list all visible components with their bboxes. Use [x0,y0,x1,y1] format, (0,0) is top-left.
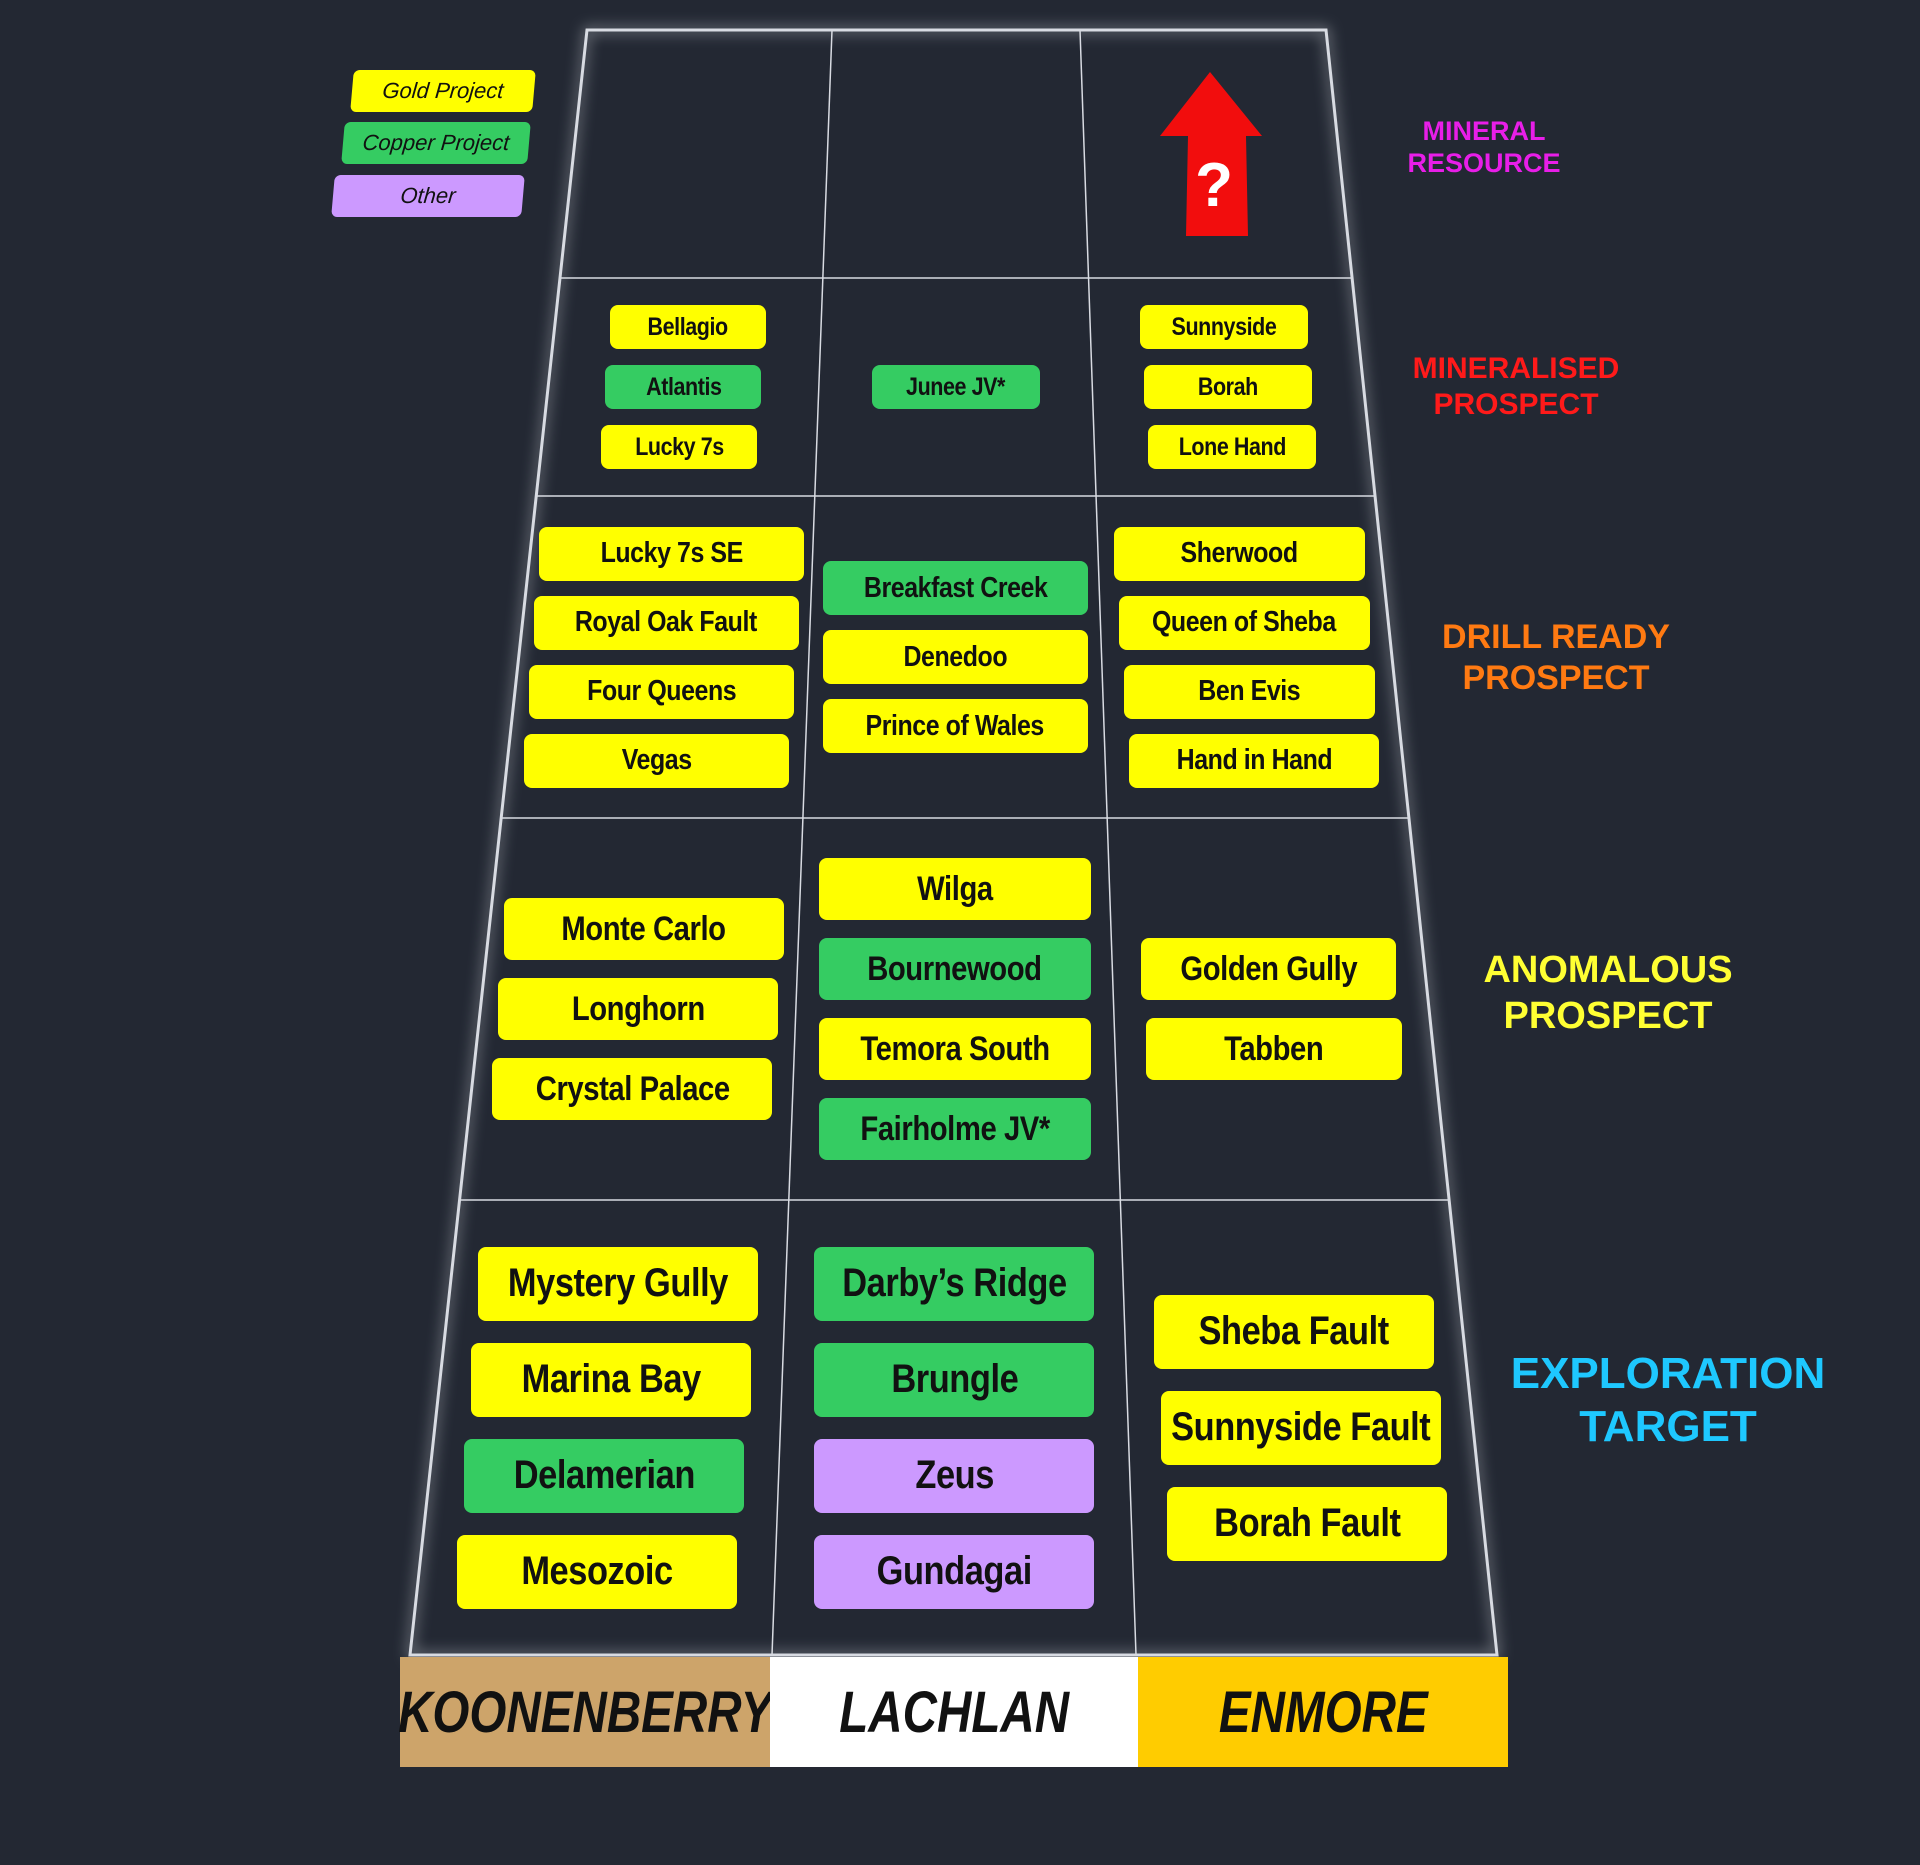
project-card-gold: Prince of Wales [822,699,1088,753]
project-card-copper: Fairholme JV* [818,1098,1091,1160]
legend-item-gold: Gold Project [350,70,536,112]
project-label: Marina Bay [521,1357,701,1401]
project-card-gold: Temora South [818,1018,1091,1080]
project-label: Zeus [914,1453,994,1497]
project-label: Temora South [860,1029,1050,1068]
project-card-gold: Denedoo [822,630,1088,684]
project-card-gold: Crystal Palace [492,1058,773,1120]
project-label: Mesozoic [521,1549,673,1593]
project-label: Hand in Hand [1176,744,1332,776]
project-card-copper: Delamerian [464,1438,745,1513]
project-label: Royal Oak Fault [575,606,758,638]
question-mark: ? [1195,151,1233,220]
project-card-gold: Sunnyside Fault [1160,1390,1441,1465]
project-label: Sunnyside [1171,312,1277,341]
project-card-copper: Junee JV* [871,365,1040,409]
project-card-gold: Royal Oak Fault [533,595,799,650]
project-card-gold: Lucky 7s [601,425,758,469]
project-card-gold: Bellagio [609,305,766,349]
project-card-gold: Mesozoic [457,1534,738,1609]
project-card-gold: Monte Carlo [503,898,784,960]
project-label: Lucky 7s [634,432,724,461]
board-outline [408,28,1499,1657]
project-label: Sunnyside Fault [1170,1405,1431,1449]
project-label: Lucky 7s SE [600,537,743,569]
project-label: Breakfast Creek [863,571,1048,604]
project-card-copper: Brungle [814,1342,1095,1417]
project-label: Mystery Gully [508,1261,729,1305]
project-card-copper: Darby’s Ridge [814,1246,1095,1321]
project-card-gold: Lucky 7s SE [538,526,804,581]
project-card-gold: Queen of Sheba [1118,595,1370,650]
project-card-gold: Mystery Gully [478,1246,759,1321]
project-card-gold: Golden Gully [1140,938,1397,1000]
project-card-gold: Sherwood [1114,526,1365,581]
project-label: Atlantis [645,372,722,401]
project-label: Monte Carlo [561,909,727,948]
project-card-gold: Sheba Fault [1153,1294,1434,1369]
project-card-gold: Hand in Hand [1128,733,1380,788]
red-up-arrow-icon: ? [1160,72,1262,236]
project-card-other: Zeus [814,1438,1095,1513]
project-card-gold: Vegas [523,733,789,788]
project-card-gold: Wilga [818,858,1092,920]
project-card-gold: Borah Fault [1167,1486,1448,1561]
project-label: Lone Hand [1178,432,1287,461]
project-card-other: Gundagai [814,1534,1095,1609]
project-card-gold: Four Queens [528,664,794,719]
project-label: Fairholme JV* [859,1109,1050,1148]
legend-item-other: Other [331,175,525,217]
project-card-copper: Atlantis [605,365,762,409]
project-label: Longhorn [571,989,705,1028]
project-label: Crystal Palace [535,1069,730,1108]
project-card-copper: Bournewood [818,938,1091,1000]
region-koonenberry: KOONENBERRY [398,1657,772,1767]
column-divider [1079,29,1137,1656]
project-card-gold: Borah [1143,365,1312,409]
region-lachlan: LACHLAN [770,1657,1138,1767]
project-label: Sheba Fault [1198,1309,1390,1353]
project-card-gold: Ben Evis [1123,664,1375,719]
region-enmore: ENMORE [1138,1657,1508,1767]
project-label: Delamerian [513,1453,695,1497]
project-label: Vegas [621,744,692,776]
project-label: Brungle [890,1357,1018,1401]
project-label: Four Queens [586,675,737,707]
project-label: Ben Evis [1198,675,1301,707]
project-label: Bellagio [647,312,729,341]
project-card-gold: Longhorn [498,978,779,1040]
project-label: Sherwood [1180,537,1299,569]
project-label: Wilga [917,869,993,908]
project-card-gold: Tabben [1146,1018,1403,1080]
project-card-copper: Breakfast Creek [822,561,1088,615]
project-label: Golden Gully [1180,949,1357,988]
project-label: Tabben [1224,1029,1325,1068]
project-label: Darby’s Ridge [842,1261,1067,1305]
project-label: Queen of Sheba [1152,606,1337,638]
project-label: Bournewood [867,949,1043,988]
project-card-gold: Sunnyside [1139,305,1308,349]
project-label: Gundagai [876,1549,1032,1593]
column-divider [771,29,833,1656]
project-label: Borah Fault [1214,1501,1401,1545]
project-label: Junee JV* [906,372,1005,401]
project-label: Borah [1197,372,1258,401]
project-card-gold: Marina Bay [471,1342,752,1417]
project-card-gold: Lone Hand [1148,425,1317,469]
legend-item-copper: Copper Project [341,122,531,164]
project-label: Denedoo [903,640,1008,673]
project-label: Prince of Wales [865,709,1045,742]
